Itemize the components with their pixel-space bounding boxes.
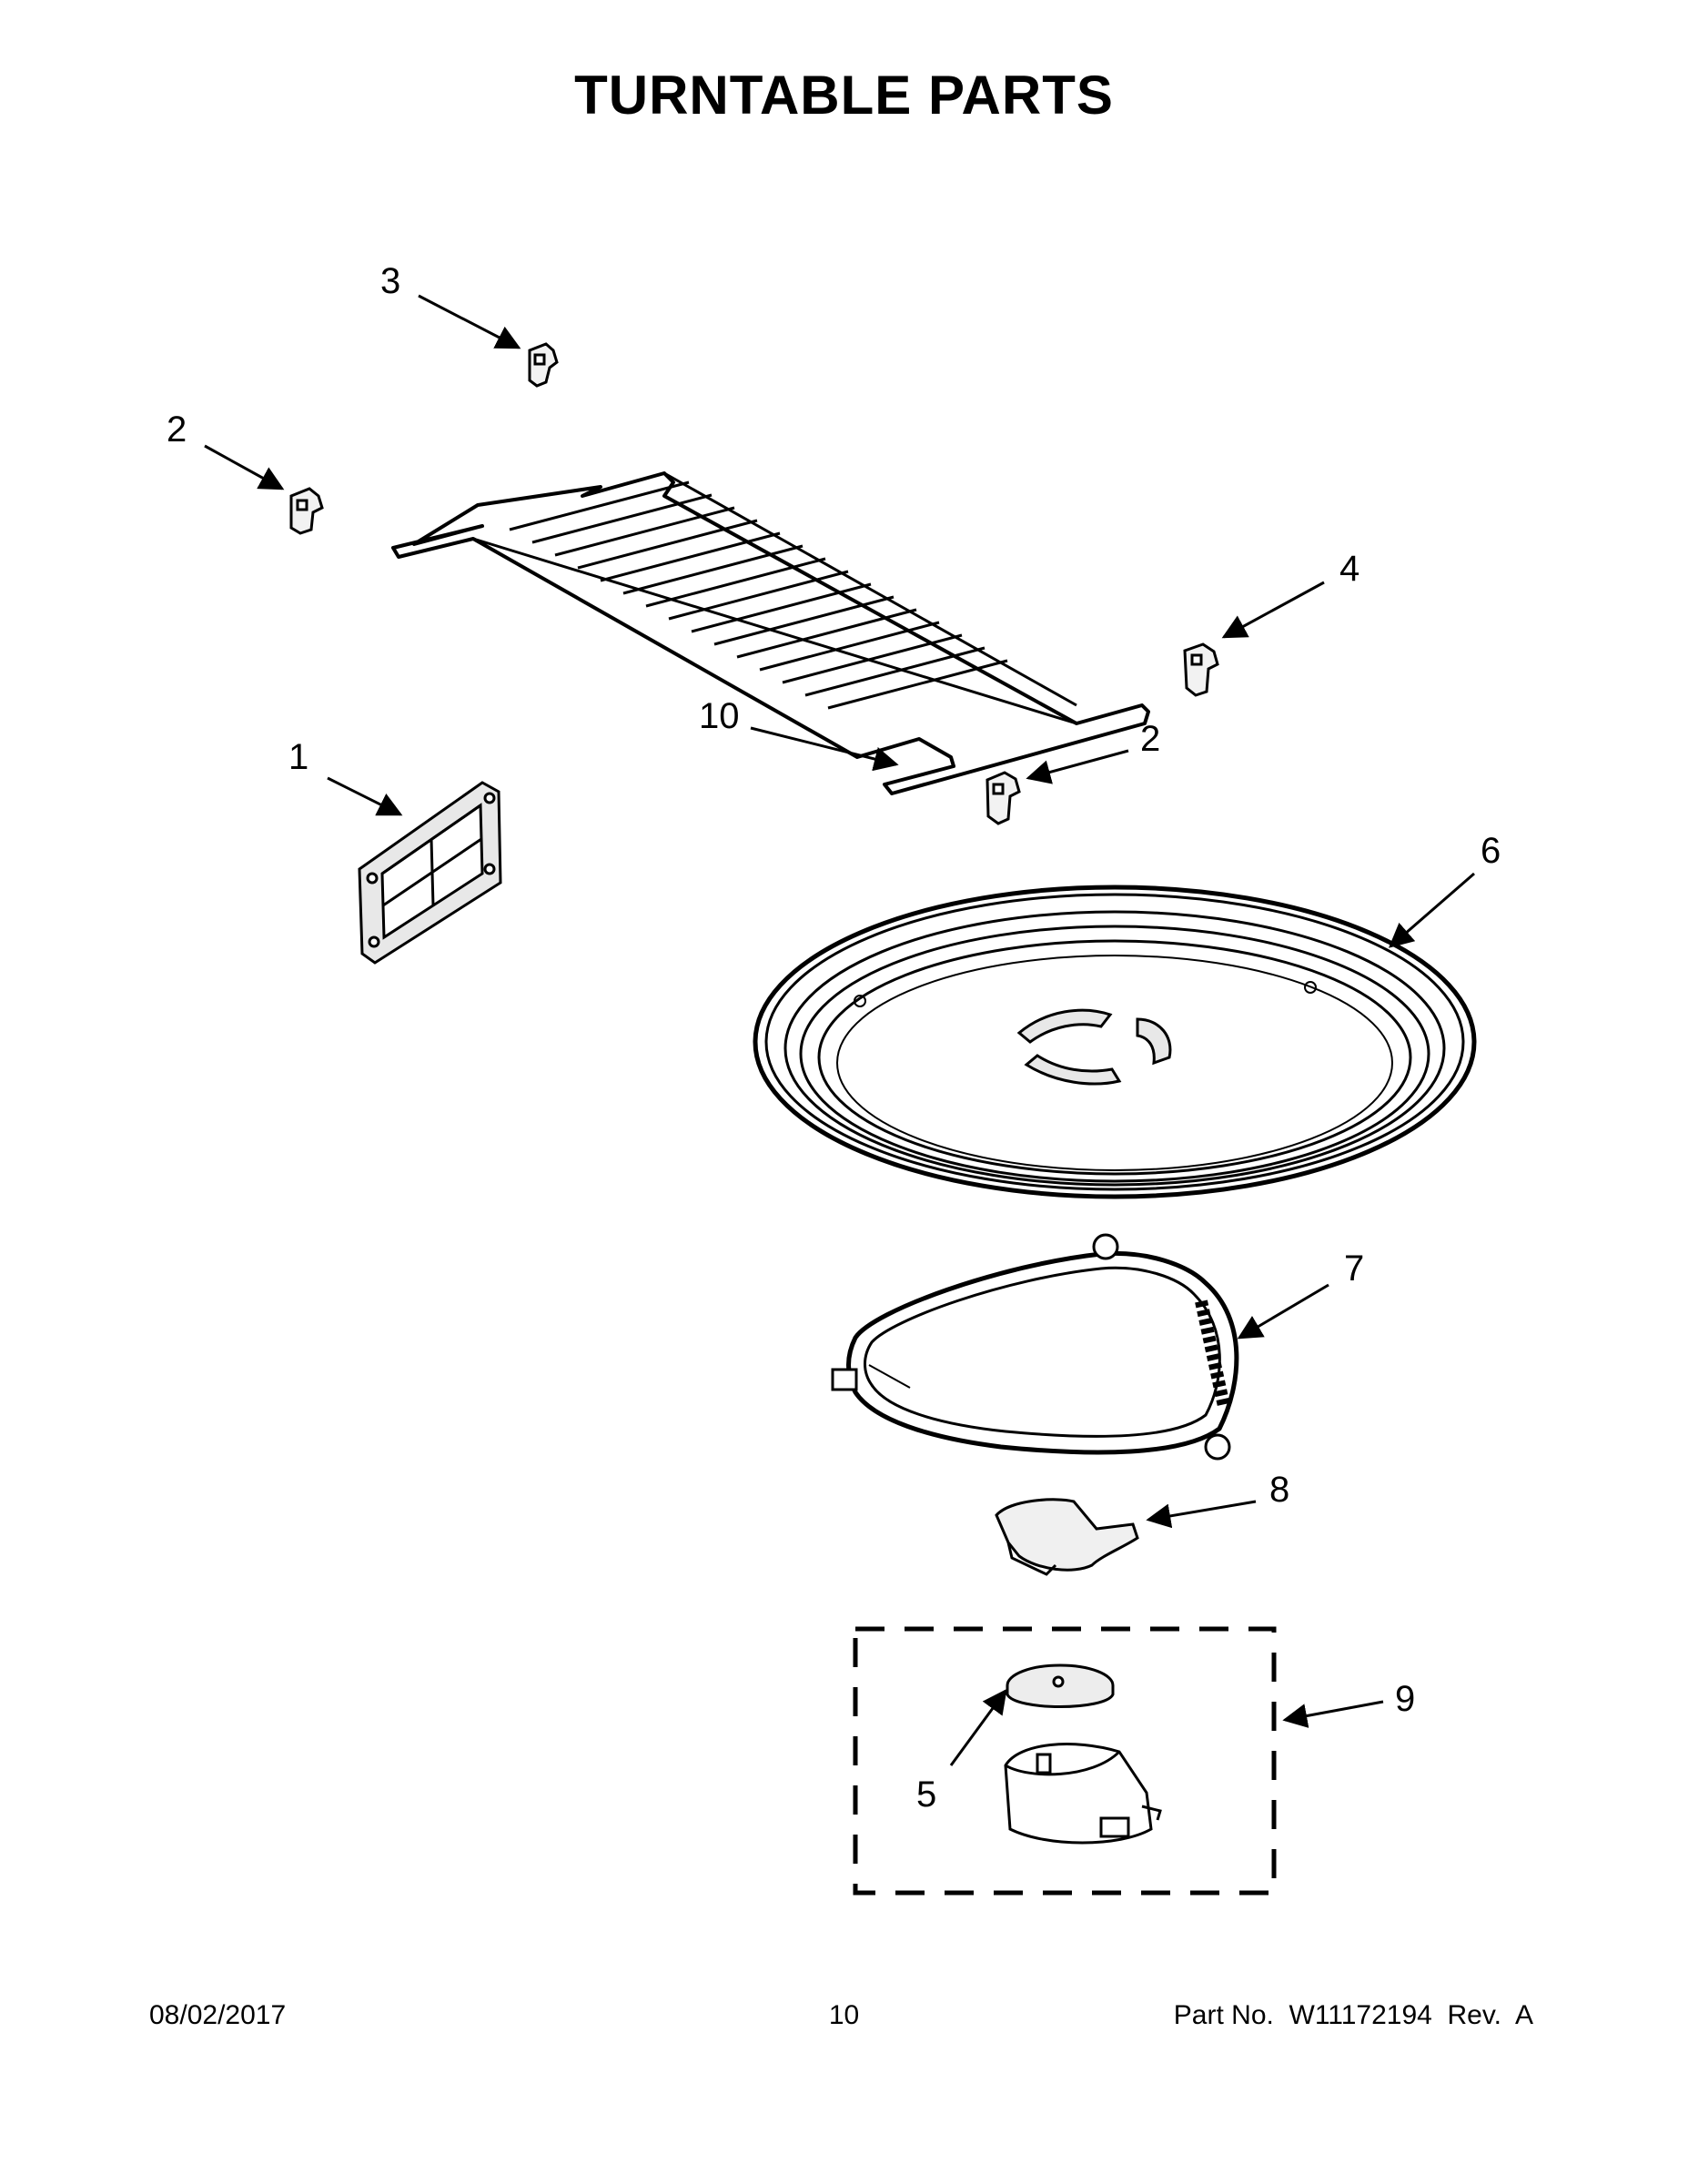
part-1-cover: [358, 781, 502, 965]
callout-9: 9: [1395, 1679, 1415, 1719]
callout-7: 7: [1344, 1249, 1364, 1289]
callout-2-left: 2: [167, 410, 187, 450]
callout-3: 3: [380, 261, 400, 301]
footer-page-number: 10: [828, 2000, 860, 2030]
part-4-clip: [1183, 642, 1219, 697]
part-9-motor: [1004, 1743, 1162, 1845]
callout-10: 10: [699, 696, 740, 736]
part-2-clip-right: [986, 771, 1021, 825]
leader-lines: [204, 294, 1475, 1766]
callout-4: 4: [1339, 549, 1359, 589]
footer-part-number: Part No. W11172194 Rev. A: [1173, 2000, 1533, 2030]
part-9-kit-outline: [853, 1626, 1277, 1896]
page-title: TURNTABLE PARTS: [574, 65, 1114, 126]
part-8-coupler: [995, 1498, 1139, 1576]
callout-1: 1: [288, 737, 308, 777]
part-10-rack: [391, 471, 1150, 795]
part-6-glass-tray: [753, 885, 1477, 1199]
footer-date: 08/02/2017: [149, 2000, 287, 2030]
part-3-clip: [528, 342, 559, 388]
callout-8: 8: [1269, 1470, 1289, 1510]
callout-2-right: 2: [1140, 719, 1160, 759]
part-5-drive-hub: [1006, 1663, 1115, 1708]
callout-5: 5: [916, 1774, 936, 1815]
callout-6: 6: [1481, 831, 1501, 871]
part-7-roller-ring: [831, 1233, 1239, 1461]
part-2-clip-left: [289, 487, 324, 535]
